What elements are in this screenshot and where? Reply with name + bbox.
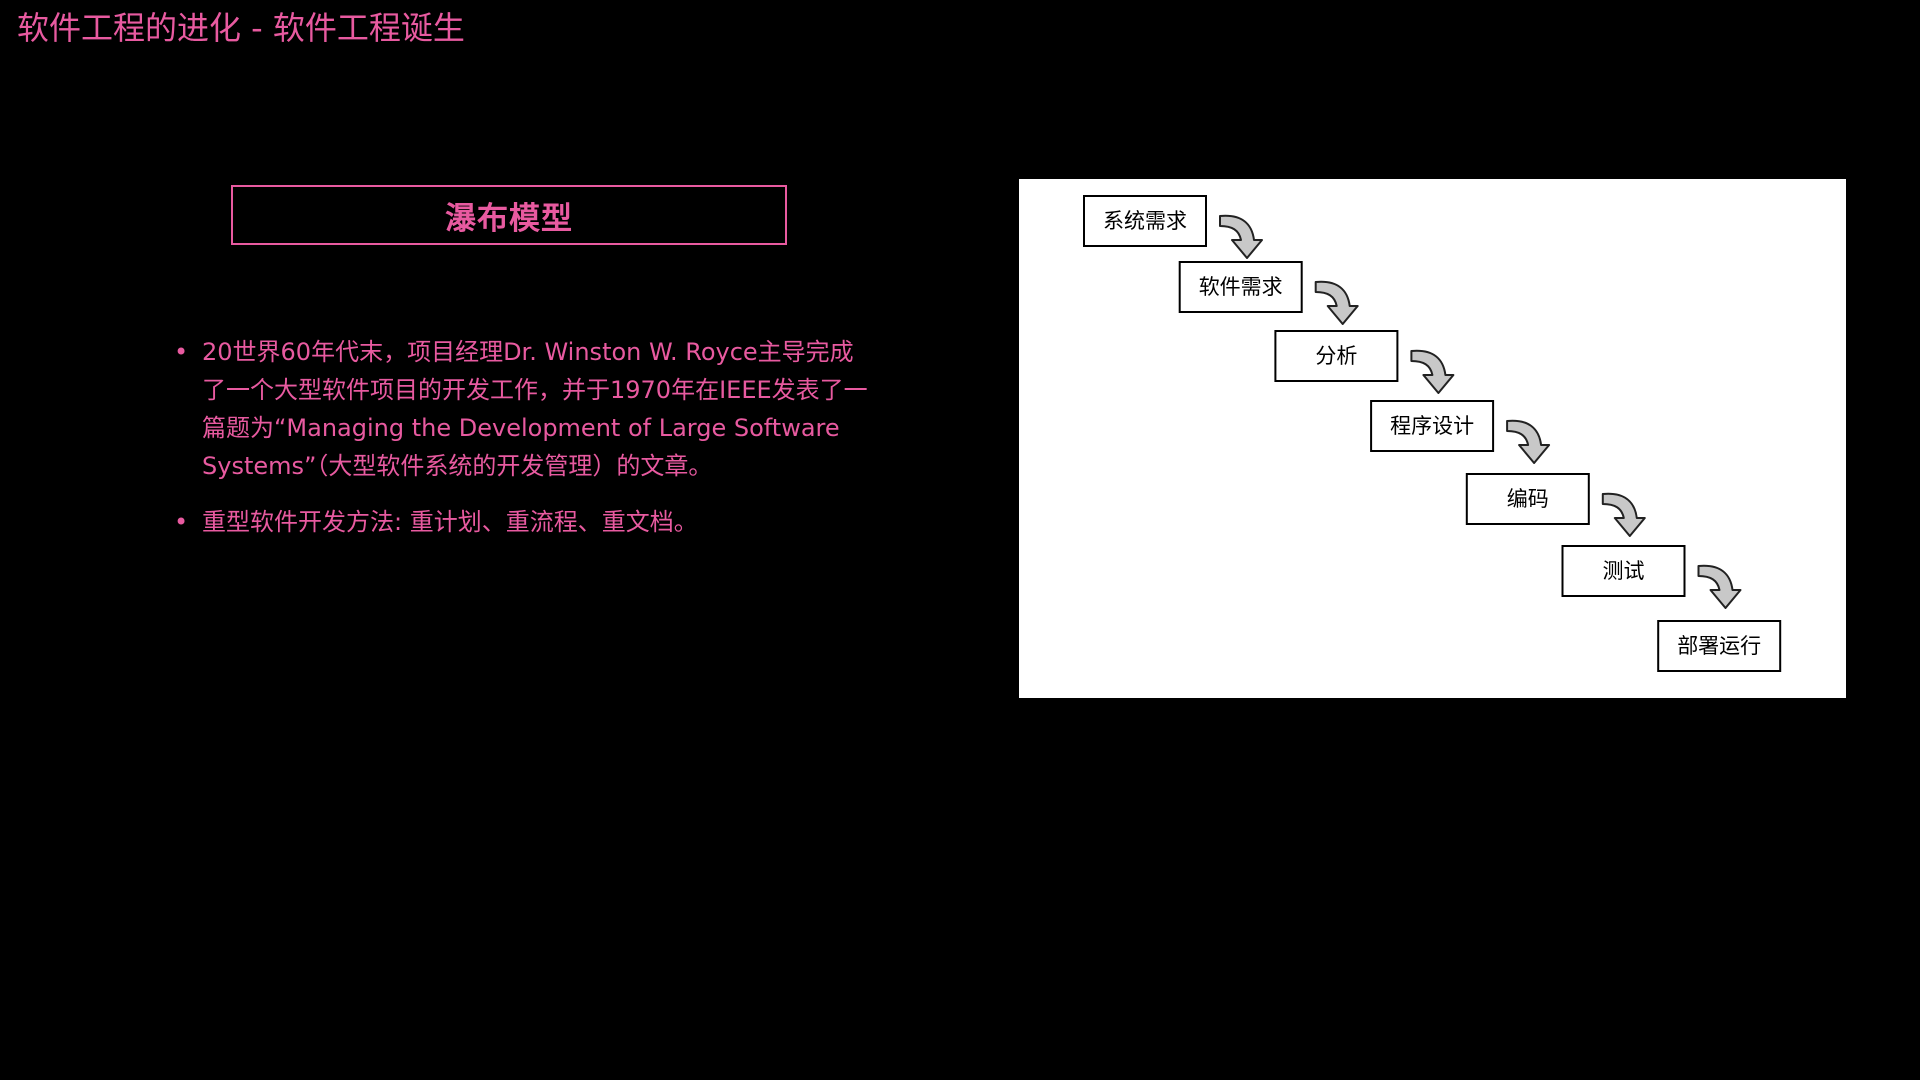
bullet-text: 重型软件开发方法: 重计划、重流程、重文档。 <box>202 508 698 536</box>
step-box <box>1178 261 1303 313</box>
waterfall-diagram: 系统需求软件需求分析程序设计编码测试部署运行 <box>1019 179 1846 698</box>
step-box <box>1274 330 1399 382</box>
section-heading: 瀑布模型 <box>445 200 573 237</box>
waterfall-step-6: 测试 <box>1561 545 1686 597</box>
step-box <box>1083 195 1207 247</box>
bullet-dot-icon: • <box>174 508 189 536</box>
step-label: 部署运行 <box>1677 634 1761 658</box>
curved-arrow-icon <box>1219 214 1263 259</box>
step-box <box>1370 400 1495 452</box>
curved-arrow-icon <box>1314 280 1359 325</box>
step-box <box>1465 473 1590 525</box>
curved-arrow-icon <box>1506 419 1551 464</box>
waterfall-step-1: 系统需求 <box>1083 195 1207 247</box>
section-heading-box: 瀑布模型 <box>231 185 787 245</box>
bullet-item-history: • 20世界60年代末，项目经理Dr. Winston W. Royce主导完成… <box>170 333 870 485</box>
step-box <box>1561 545 1686 597</box>
waterfall-step-4: 程序设计 <box>1370 400 1495 452</box>
step-label: 程序设计 <box>1390 414 1474 438</box>
step-label: 软件需求 <box>1199 275 1283 299</box>
curved-arrow-icon <box>1410 349 1455 394</box>
bullet-text: 20世界60年代末，项目经理Dr. Winston W. Royce主导完成了一… <box>202 338 868 480</box>
step-label: 分析 <box>1315 344 1357 368</box>
waterfall-step-7: 部署运行 <box>1657 620 1782 672</box>
waterfall-step-2: 软件需求 <box>1178 261 1303 313</box>
bullet-item-method: • 重型软件开发方法: 重计划、重流程、重文档。 <box>170 503 870 541</box>
bullet-list: • 20世界60年代末，项目经理Dr. Winston W. Royce主导完成… <box>170 333 870 559</box>
step-label: 测试 <box>1603 559 1645 583</box>
step-label: 系统需求 <box>1103 209 1187 233</box>
slide-title: 软件工程的进化 - 软件工程诞生 <box>17 9 465 47</box>
step-label: 编码 <box>1507 487 1549 511</box>
waterfall-step-5: 编码 <box>1465 473 1590 525</box>
curved-arrow-icon <box>1601 492 1646 537</box>
step-box <box>1657 620 1782 672</box>
bullet-dot-icon: • <box>174 338 189 366</box>
waterfall-step-3: 分析 <box>1274 330 1399 382</box>
curved-arrow-icon <box>1697 564 1742 609</box>
